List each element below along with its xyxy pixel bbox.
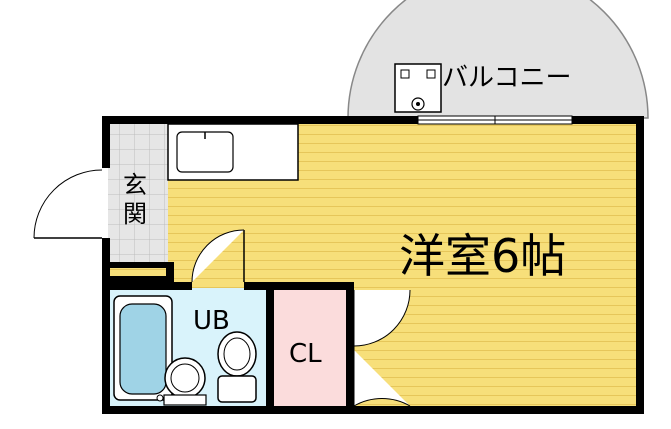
closet-area: [274, 288, 346, 406]
balcony-label: バルコニー: [442, 63, 571, 93]
entrance-label-line1: 玄: [123, 171, 147, 199]
toilet: [217, 331, 257, 403]
entrance-door: [33, 168, 108, 239]
closet-label: CL: [289, 339, 322, 369]
entrance-floor: [108, 124, 168, 264]
bathtub: [113, 295, 175, 402]
kitchen-counter: [167, 123, 299, 181]
unit-bath-label: UB: [193, 306, 230, 336]
closet-doors: [353, 289, 411, 407]
walls: [102, 116, 644, 414]
window: [417, 115, 573, 125]
entrance-label-line2: 関: [123, 200, 147, 228]
western-room-label: 洋室6帖: [399, 229, 566, 283]
balcony: バルコニー: [347, 0, 649, 119]
bath-door: [191, 229, 245, 283]
drain-icon: [411, 97, 425, 111]
washbasin: [163, 357, 207, 406]
